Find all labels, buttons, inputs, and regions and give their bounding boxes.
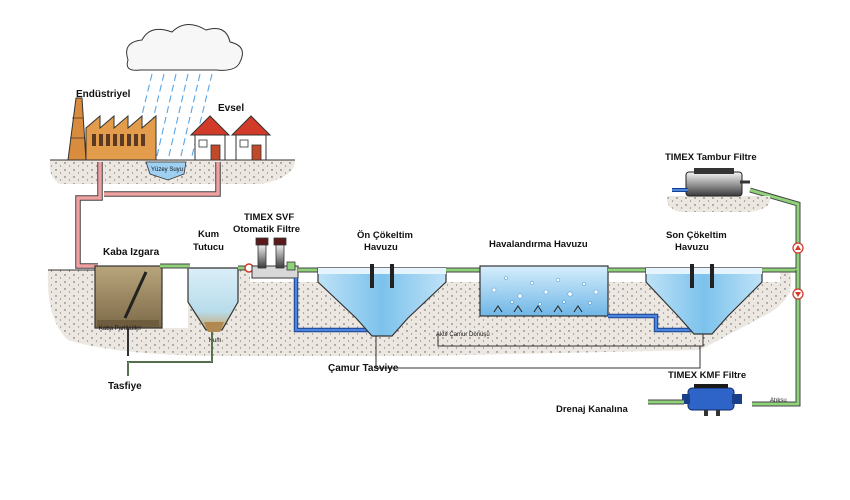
- raw-sewage-pipe: [75, 162, 221, 269]
- sludge-removal-label: Çamur Tasviye: [328, 363, 399, 374]
- industrial-label: Endüstriyel: [76, 89, 131, 100]
- waste-label: Atıksu: [770, 398, 787, 404]
- pre-settling-label-2: Havuzu: [364, 242, 398, 253]
- drum-filter-ground: [667, 196, 771, 212]
- pre-settling-tank: [317, 264, 447, 337]
- domestic-label: Evsel: [218, 103, 244, 114]
- sand-label: Kum: [209, 338, 221, 344]
- drum-filter-icon: [672, 168, 750, 197]
- svf-label-1: TIMEX SVF: [244, 212, 294, 223]
- rain-water-label: Yüzey Suyu: [151, 167, 183, 173]
- coarse-particles-label: Kaba Partiküller: [99, 326, 141, 332]
- drain-channel-label: Drenaj Kanalına: [556, 404, 629, 415]
- drum-filter-label: TIMEX Tambur Filtre: [665, 152, 757, 163]
- sand-trap-label-2: Tutucu: [193, 242, 224, 253]
- rain-cloud-icon: [126, 24, 243, 71]
- final-settling-label-2: Havuzu: [675, 242, 709, 253]
- factory-icon: [67, 97, 157, 161]
- pre-settling-label-1: Ön Çökeltim: [357, 230, 413, 241]
- svf-label-2: Otomatik Filtre: [233, 224, 300, 235]
- final-settling-tank: [645, 264, 763, 335]
- kmf-filter-label: TIMEX KMF Filtre: [668, 370, 746, 381]
- aeration-tank: [479, 265, 609, 317]
- aeration-label: Havalandırma Havuzu: [489, 239, 588, 250]
- house-icon-2: [230, 115, 272, 161]
- return-sludge-pipe: [375, 334, 704, 369]
- drain-pipe: [127, 328, 213, 376]
- drain-label: Tasfiye: [108, 381, 142, 392]
- house-icon: [189, 115, 231, 161]
- flow-direction-up-icon: [792, 242, 804, 254]
- coarse-screen-tank: [94, 265, 163, 329]
- flow-direction-down-icon: [792, 288, 804, 300]
- kmf-filter-icon: [648, 384, 742, 416]
- svf-filter-icon: [251, 237, 299, 279]
- return-sludge-label: Aktif Çamur Dönüşü: [436, 332, 490, 338]
- sand-trap-label-1: Kum: [198, 229, 219, 240]
- rain-water-collector: [145, 161, 187, 181]
- coarse-screen-label: Kaba Izgara: [103, 247, 160, 258]
- sand-trap-tank: [187, 267, 239, 332]
- final-settling-label-1: Son Çökeltim: [666, 230, 727, 241]
- effluent-pipe: [749, 187, 801, 407]
